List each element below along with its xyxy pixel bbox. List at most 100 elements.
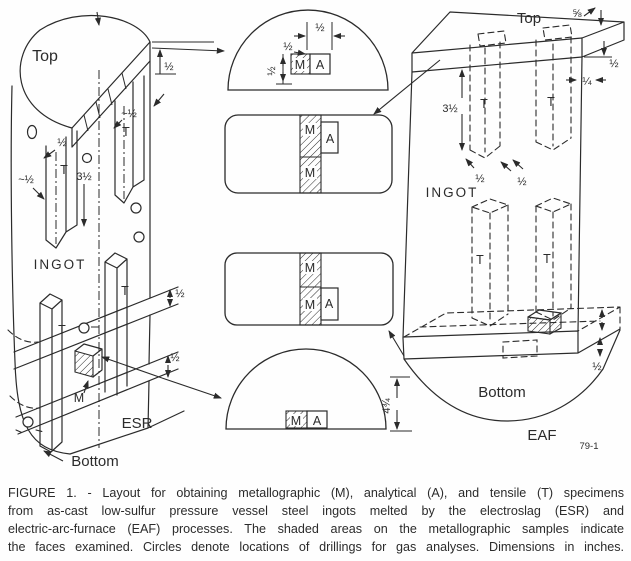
- esr-tensile-bar-upper-left: [45, 130, 78, 249]
- half-leader-arrow: [113, 119, 123, 129]
- metallographic-label: M: [74, 391, 84, 405]
- label-patch: [303, 123, 317, 136]
- analytical-label: A: [325, 297, 334, 311]
- analytical-label: A: [326, 132, 335, 146]
- five-eighths-leader-arrow: [583, 7, 596, 17]
- esr-ingot: Top ½ ~½ T ½ T 3½ ~½ INGOT ½ T T ½ M ESR…: [7, 11, 226, 470]
- metallographic-label: M: [305, 298, 315, 312]
- dim-approx-half: ~½: [18, 174, 34, 186]
- analytical-label: A: [316, 58, 325, 72]
- esr-tensile-bar-lower-left: [39, 293, 63, 453]
- dim-approx-half: ~½: [121, 108, 137, 120]
- metallographic-label: M: [295, 58, 305, 72]
- slab-thickness-arrow-top: [94, 11, 101, 27]
- cross-sections: ½ ½ ½ M A M A M M M A: [224, 9, 394, 430]
- label-patch: [303, 298, 317, 311]
- esr-top-extension-line: [152, 41, 214, 75]
- metallographic-label: M: [291, 414, 301, 428]
- esr-ingot-label: INGOT: [34, 257, 87, 272]
- eaf-tensile-bars-lower: [470, 197, 573, 327]
- connector-to-top-section-arrow: [151, 47, 226, 54]
- dim-three-and-half: 3½: [76, 171, 91, 183]
- boat-dim-extension-lines: [390, 376, 412, 432]
- caption-line-2: from as-cast low-sulfur pressure vessel …: [8, 504, 624, 518]
- esr-hidden-cut-curves: [7, 329, 41, 409]
- connector-to-top-slab-section-arrow: [373, 59, 441, 115]
- esr-slab-cut-bands: [13, 286, 179, 435]
- dim-half: ½: [57, 137, 66, 149]
- connector-to-bottom-section-arrow-a: [101, 356, 163, 379]
- eaf-top-specimen-sections: [477, 24, 573, 47]
- tensile-label: T: [58, 323, 66, 337]
- dim-quarter: ¼: [582, 76, 592, 88]
- half-leader-arrow: [32, 187, 45, 200]
- section-bottom-slab-esr: M A: [225, 348, 387, 430]
- dim-half: ½: [592, 361, 601, 373]
- caption-line-1: FIGURE 1. - Layout for obtaining metallo…: [8, 486, 624, 500]
- gas-drilling-circle: [130, 202, 142, 214]
- connector-to-bottom-slab-section-arrow: [388, 330, 405, 357]
- tensile-label: T: [547, 95, 555, 109]
- label-patch: [303, 261, 317, 274]
- esr-top-label: Top: [32, 48, 58, 65]
- metallographic-label: M: [305, 123, 315, 137]
- metallographic-label: M: [305, 261, 315, 275]
- gas-drilling-dashes: [15, 429, 45, 434]
- esr-top-face-outline: [19, 14, 151, 129]
- dim-arrow: [293, 49, 307, 56]
- esr-tensile-bar-lower-right: [104, 252, 128, 396]
- tensile-label: T: [60, 163, 68, 177]
- dim-half: ½: [175, 288, 184, 300]
- gas-drilling-circle: [26, 124, 38, 140]
- eaf-bottom-slab-edges: [402, 328, 621, 360]
- gas-drilling-circle: [133, 231, 145, 243]
- dim-half: ½: [283, 41, 292, 53]
- analytical-box: [320, 121, 339, 154]
- eaf-process-label: EAF: [527, 427, 556, 444]
- dim-half: ½: [609, 58, 618, 70]
- half-leader-arrow: [465, 158, 475, 169]
- dim-half: ½: [164, 61, 173, 73]
- eaf-top-label: Top: [517, 10, 541, 27]
- tensile-label: T: [543, 252, 551, 266]
- dim-half: ½: [170, 352, 179, 364]
- label-patch: [290, 414, 303, 426]
- esr-bottom-label: Bottom: [71, 453, 119, 470]
- metallographic-label: M: [305, 166, 315, 180]
- figure-1-diagram: Top ½ ~½ T ½ T 3½ ~½ INGOT ½ T T ½ M ESR…: [7, 7, 625, 470]
- section-top-slab-esr: ½ ½ ½ M A: [227, 9, 389, 91]
- figure-caption: FIGURE 1. - Layout for obtaining metallo…: [0, 479, 631, 556]
- section-top-slab-eaf: M A M: [224, 114, 393, 194]
- analytical-label: A: [313, 414, 322, 428]
- section-bottom-slab-eaf: M M A: [224, 252, 394, 326]
- eaf-metallographic-cube-top: [527, 309, 562, 321]
- dim-half: ½: [475, 173, 484, 185]
- bottom-label-arrow: [43, 450, 64, 462]
- tensile-label: T: [121, 284, 129, 298]
- dim-half: ½: [517, 176, 526, 188]
- analytical-box: [309, 53, 331, 75]
- eaf-bottom-slab-top-face: [403, 306, 621, 338]
- analytical-box: [306, 410, 328, 429]
- tensile-label: T: [476, 253, 484, 267]
- dim-half: ½: [266, 66, 278, 75]
- half-leader-arrow: [43, 149, 56, 159]
- dim-half: ½: [315, 22, 324, 34]
- half-leader-arrow: [512, 159, 524, 170]
- dim-three-and-half: 3½: [442, 103, 457, 115]
- eaf-ingot-label: INGOT: [426, 185, 479, 200]
- caption-line-4: the faces examined. Circles denote locat…: [8, 540, 624, 554]
- esr-metallographic-cube-face: [74, 350, 94, 378]
- esr-top-slab-edges: [71, 41, 151, 148]
- tensile-label: T: [122, 125, 130, 139]
- plate-number: 79-1: [579, 441, 598, 452]
- gas-drilling-circle: [22, 416, 34, 428]
- connector-to-bottom-section-arrow-b: [161, 377, 222, 399]
- eaf-body-edges: [402, 56, 583, 339]
- esr-slab-specimen-ticks: [83, 72, 127, 132]
- eaf-bottom-boat-outline: [403, 329, 621, 422]
- caption-line-3: electric-arc-furnace (EAF) processes. Th…: [8, 522, 624, 536]
- eaf-tensile-bars-upper: [469, 36, 572, 159]
- dome-outline: [227, 9, 389, 91]
